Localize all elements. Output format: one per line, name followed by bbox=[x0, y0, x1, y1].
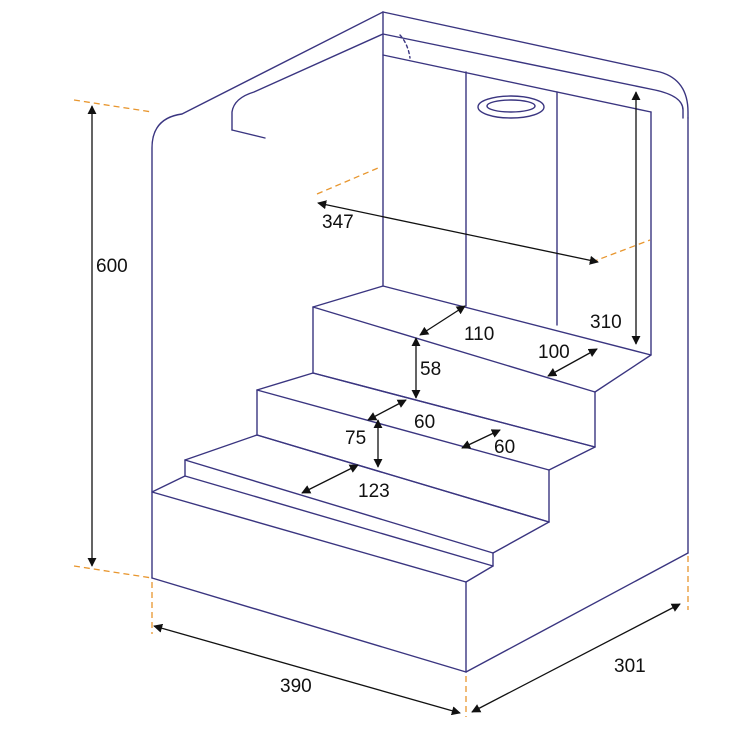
dim-base-depth bbox=[471, 603, 681, 713]
ext-bottom-left bbox=[73, 565, 153, 579]
left-wall-outline bbox=[151, 11, 384, 579]
label-total-height: 600 bbox=[96, 256, 128, 277]
label-inner-width: 347 bbox=[322, 212, 354, 233]
dimension-labels: 600 347 310 110 100 58 60 60 75 123 390 … bbox=[96, 212, 646, 697]
label-bottom-step-depth: 123 bbox=[358, 481, 390, 502]
rim-seam bbox=[399, 34, 411, 59]
label-top-step-depth: 110 bbox=[464, 324, 494, 345]
label-top-step-width: 100 bbox=[538, 342, 570, 363]
dim-bottom-step-depth bbox=[301, 464, 359, 494]
bottom-step-lip bbox=[184, 475, 494, 567]
label-top-riser: 58 bbox=[420, 359, 441, 380]
top-step-top bbox=[312, 285, 652, 393]
bottom-step-top bbox=[184, 434, 550, 554]
label-middle-step-depth: 60 bbox=[414, 412, 435, 433]
rim-lip-front bbox=[231, 129, 266, 139]
base-right-face-bottom bbox=[465, 552, 689, 673]
label-middle-riser: 75 bbox=[345, 428, 366, 449]
dim-middle-step-depth bbox=[367, 399, 407, 421]
dim-base-width bbox=[153, 623, 461, 716]
ext-inner-right bbox=[591, 239, 651, 263]
middle-step-top bbox=[256, 372, 596, 471]
extension-lines bbox=[73, 99, 689, 717]
dimension-lines bbox=[87, 91, 681, 716]
top-rim-edge bbox=[382, 11, 689, 119]
base-left-face-bottom bbox=[151, 577, 467, 673]
dim-inner-width bbox=[317, 200, 599, 265]
dim-top-step-depth bbox=[419, 305, 466, 336]
base-top-edge bbox=[151, 475, 494, 583]
label-middle-step-width: 60 bbox=[494, 437, 515, 458]
back-wall-top-edge bbox=[382, 54, 652, 113]
ext-top-left bbox=[73, 99, 153, 113]
ext-inner-left bbox=[316, 167, 379, 195]
dim-top-step-width bbox=[547, 348, 598, 377]
unit-outline bbox=[151, 11, 689, 673]
dim-middle-step-width bbox=[461, 429, 501, 449]
label-base-depth: 301 bbox=[614, 656, 646, 677]
handle-inner bbox=[486, 99, 536, 113]
label-inner-height: 310 bbox=[590, 312, 622, 333]
label-base-width: 390 bbox=[280, 676, 312, 697]
rim-inner-lip bbox=[231, 33, 684, 131]
handle-outer bbox=[477, 95, 545, 119]
